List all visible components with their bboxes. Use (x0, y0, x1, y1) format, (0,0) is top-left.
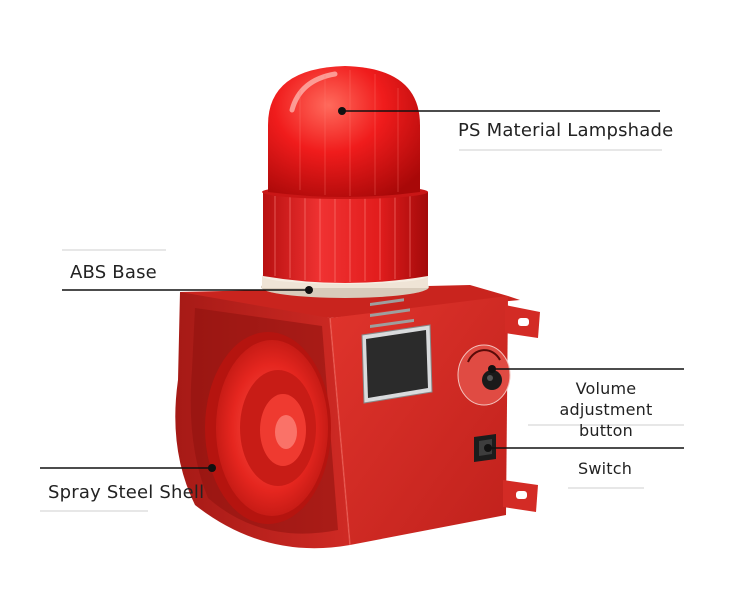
mounting-bracket-top (505, 305, 540, 338)
volume-label-line1: Volume adjustment (559, 379, 653, 419)
horn-speaker (205, 332, 331, 524)
lampshade-label: PS Material Lampshade (458, 120, 674, 141)
volume-knob (457, 344, 511, 406)
abs-base-label: ABS Base (70, 262, 157, 283)
lamp-band (262, 185, 428, 283)
dome-lampshade (268, 66, 420, 197)
callout-lines (40, 107, 684, 472)
label-underlines (40, 149, 684, 512)
volume-label-line2: button (579, 421, 633, 440)
volume-button-label: Volume adjustment button (530, 378, 682, 441)
mounting-bracket-bottom (503, 480, 538, 512)
switch-label: Switch (578, 459, 633, 478)
steel-shell-label: Spray Steel Shell (48, 482, 205, 503)
